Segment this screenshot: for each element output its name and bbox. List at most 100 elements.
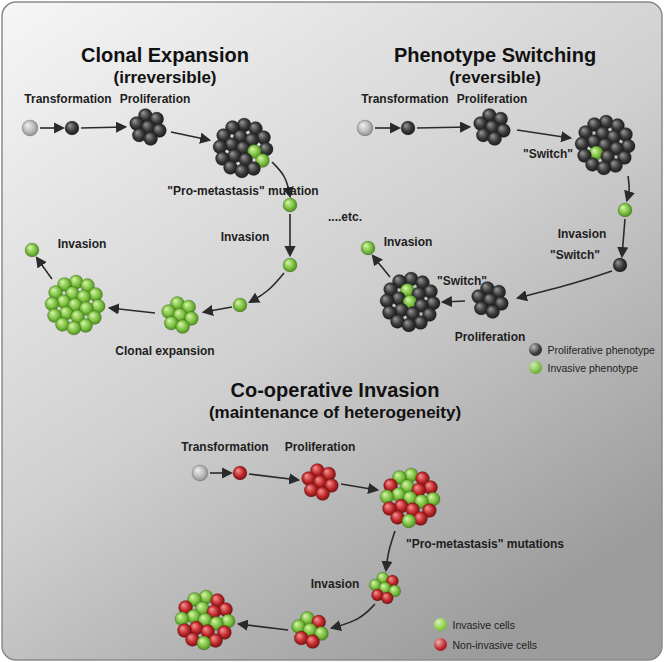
cell-cluster xyxy=(380,272,440,332)
cell xyxy=(22,120,38,136)
process-arrow xyxy=(386,531,395,570)
step-label: "Switch" xyxy=(550,249,600,263)
cell xyxy=(233,298,247,312)
process-arrow xyxy=(110,308,155,313)
cell xyxy=(597,161,611,175)
cell-cluster xyxy=(162,296,199,333)
cell xyxy=(144,132,158,146)
cell-cluster xyxy=(233,466,247,480)
cell xyxy=(176,320,190,334)
cell xyxy=(486,305,500,319)
legend-swatch xyxy=(529,343,542,356)
process-arrow xyxy=(289,214,291,255)
cell xyxy=(316,487,330,501)
step-label: Proliferation xyxy=(457,93,528,107)
panel-subheading: (irreversible) xyxy=(114,68,217,88)
cell-cluster xyxy=(25,243,39,257)
legend-row: Invasive phenotype xyxy=(529,361,638,374)
legend-text: Invasive phenotype xyxy=(548,362,638,374)
panel-subheading: (maintenance of heterogeneity) xyxy=(209,403,461,423)
panel-subheading: (reversible) xyxy=(449,68,541,88)
process-arrow xyxy=(417,127,469,128)
cell-cluster xyxy=(283,198,297,212)
step-label: Invasion xyxy=(58,238,107,252)
step-label: "Switch" xyxy=(523,148,573,162)
cells xyxy=(22,108,635,650)
panel-heading: Co-operative Invasion xyxy=(231,379,440,402)
cell-cluster xyxy=(175,590,235,650)
panel-heading: Clonal Expansion xyxy=(81,44,249,67)
cell xyxy=(283,198,297,212)
cell xyxy=(381,592,393,604)
cell xyxy=(25,243,39,257)
cell xyxy=(402,514,416,528)
step-label: Clonal expansion xyxy=(115,345,214,359)
arrows xyxy=(37,127,629,630)
step-label: Proliferation xyxy=(455,331,526,345)
legend-text: Invasive cells xyxy=(453,619,515,631)
cell xyxy=(233,466,247,480)
cell-cluster xyxy=(357,120,373,136)
cell-cluster xyxy=(369,572,400,604)
cell xyxy=(402,318,416,332)
cell-cluster xyxy=(401,121,415,135)
step-label: Proliferation xyxy=(285,441,356,455)
step-label: Invasion xyxy=(558,228,607,242)
cell xyxy=(283,258,297,272)
cell xyxy=(618,203,632,217)
cell-cluster xyxy=(192,465,208,481)
cell-cluster xyxy=(213,118,273,178)
cell-cluster xyxy=(474,108,511,145)
panel-heading: Phenotype Switching xyxy=(394,44,596,67)
cell xyxy=(306,635,320,649)
cell xyxy=(361,241,375,255)
cell-cluster xyxy=(302,463,339,500)
cell xyxy=(65,121,79,135)
legend-text: Proliferative phenotype xyxy=(548,344,655,356)
cell xyxy=(357,120,373,136)
cell xyxy=(235,164,249,178)
process-arrow xyxy=(375,127,399,129)
step-label: Transformation xyxy=(24,93,111,107)
cell-cluster xyxy=(575,115,635,175)
legend-row: Invasive cells xyxy=(434,618,515,631)
cell-cluster xyxy=(292,611,329,648)
process-arrow xyxy=(204,307,232,312)
process-arrow xyxy=(518,271,612,298)
step-label: Invasion xyxy=(384,236,433,250)
cell xyxy=(488,132,502,146)
process-arrow xyxy=(341,484,377,490)
process-arrow xyxy=(249,474,298,480)
legend-swatch xyxy=(434,638,447,651)
cell-cluster xyxy=(613,258,627,272)
legend-swatch xyxy=(434,618,447,631)
cell-cluster xyxy=(45,275,105,335)
cell-cluster xyxy=(380,468,440,528)
cell xyxy=(401,121,415,135)
process-arrow xyxy=(443,301,465,302)
step-label: "Pro-metastasis" mutation xyxy=(167,185,318,199)
cell-cluster xyxy=(618,203,632,217)
step-label: Transformation xyxy=(181,441,268,455)
process-arrow xyxy=(627,176,629,200)
legend-swatch xyxy=(529,361,542,374)
cell xyxy=(67,321,81,335)
process-arrow xyxy=(373,256,390,277)
legend-row: Non-invasive cells xyxy=(434,638,538,651)
cell-cluster xyxy=(22,120,38,136)
process-arrow xyxy=(332,604,375,628)
cell-cluster xyxy=(361,241,375,255)
step-label: Invasion xyxy=(221,231,270,245)
step-label: Proliferation xyxy=(120,93,191,107)
process-arrow xyxy=(40,127,63,129)
process-arrow xyxy=(250,273,284,302)
cell-cluster xyxy=(65,121,79,135)
process-arrow xyxy=(81,127,125,128)
process-arrow xyxy=(622,219,625,256)
process-arrow xyxy=(517,130,570,138)
step-label: ....etc. xyxy=(328,211,362,225)
step-label: "Pro-metastasis" mutations xyxy=(406,538,564,552)
step-label: Transformation xyxy=(361,93,448,107)
